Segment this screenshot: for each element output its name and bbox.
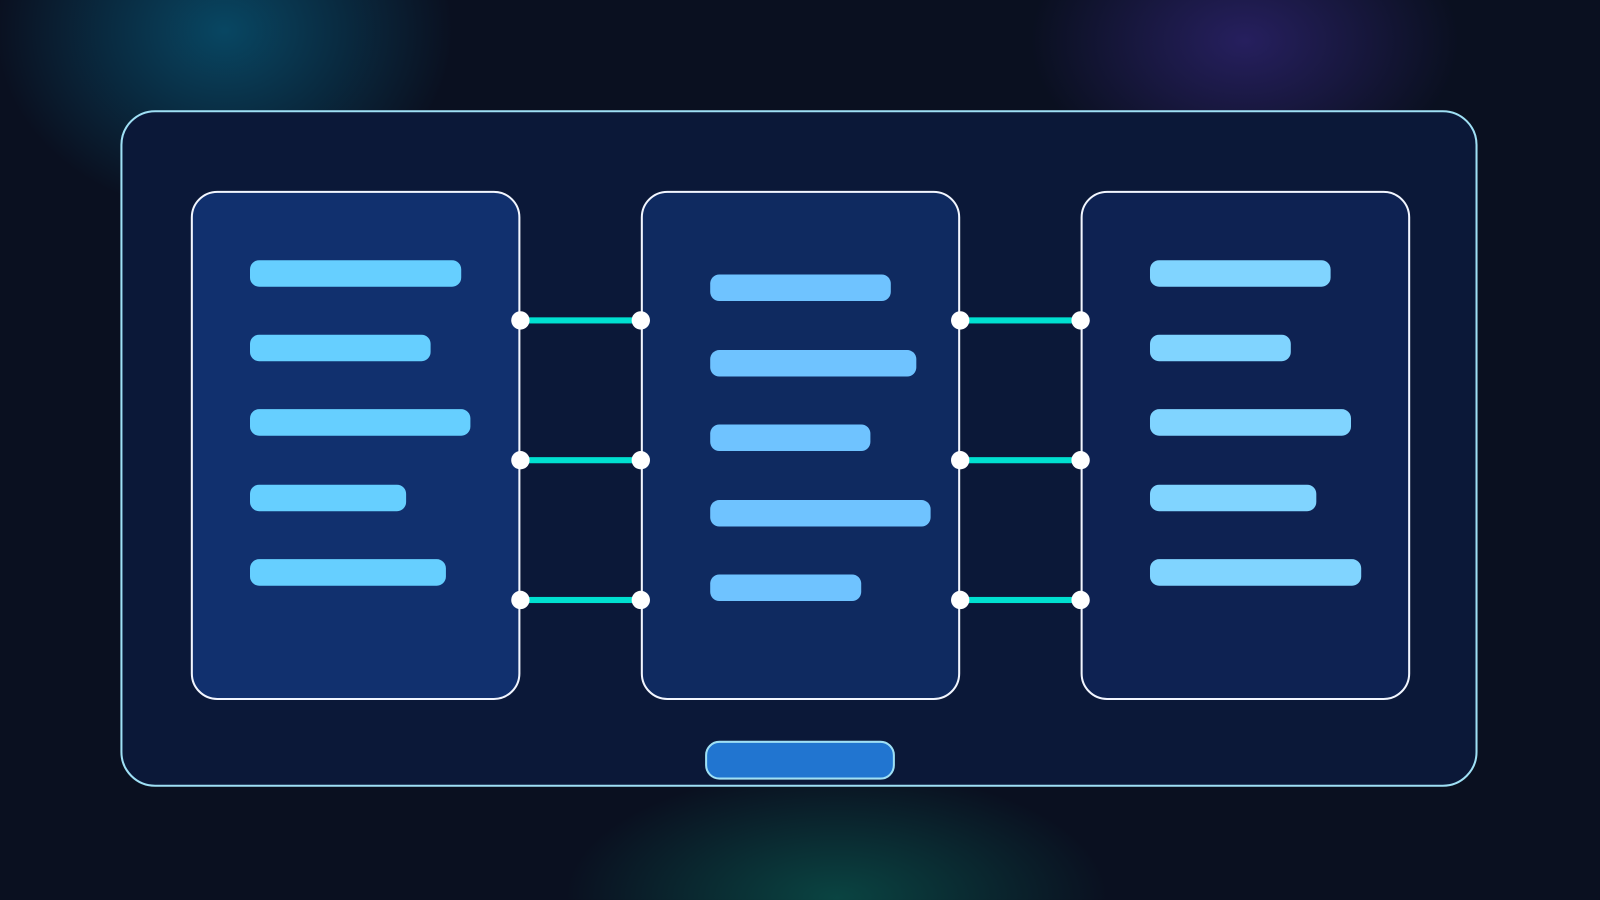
placeholder-line <box>1149 484 1317 512</box>
connector-node-icon <box>951 451 970 470</box>
placeholder-line <box>1149 334 1291 362</box>
connector-left-middle <box>520 317 641 324</box>
connector-node-icon <box>631 311 650 330</box>
connector-node-icon <box>511 311 530 330</box>
placeholder-line <box>249 484 407 512</box>
placeholder-line <box>710 274 891 302</box>
placeholder-line <box>710 349 917 377</box>
connector-node-icon <box>1071 590 1090 610</box>
action-button[interactable] <box>705 740 895 780</box>
placeholder-line <box>710 424 871 452</box>
connector-middle-right <box>960 317 1081 324</box>
placeholder-line <box>1149 559 1362 586</box>
placeholder-line <box>1149 409 1352 436</box>
connector-node-icon <box>631 590 650 610</box>
connector-node-icon <box>511 451 530 470</box>
placeholder-line <box>710 574 862 602</box>
placeholder-line <box>1149 260 1331 287</box>
connector-left-middle <box>520 457 641 464</box>
connector-node-icon <box>511 590 530 610</box>
connector-middle-right <box>960 596 1081 604</box>
placeholder-line <box>249 260 462 287</box>
placeholder-line <box>249 559 446 586</box>
connector-node-icon <box>1071 451 1090 470</box>
connector-middle-right <box>960 457 1081 464</box>
connector-left-middle <box>520 596 641 604</box>
connector-node-icon <box>631 451 650 470</box>
placeholder-line <box>249 334 431 362</box>
placeholder-line <box>249 409 471 436</box>
connector-node-icon <box>951 311 970 330</box>
connector-node-icon <box>1071 311 1090 330</box>
placeholder-line <box>710 499 931 527</box>
connector-node-icon <box>951 590 970 610</box>
